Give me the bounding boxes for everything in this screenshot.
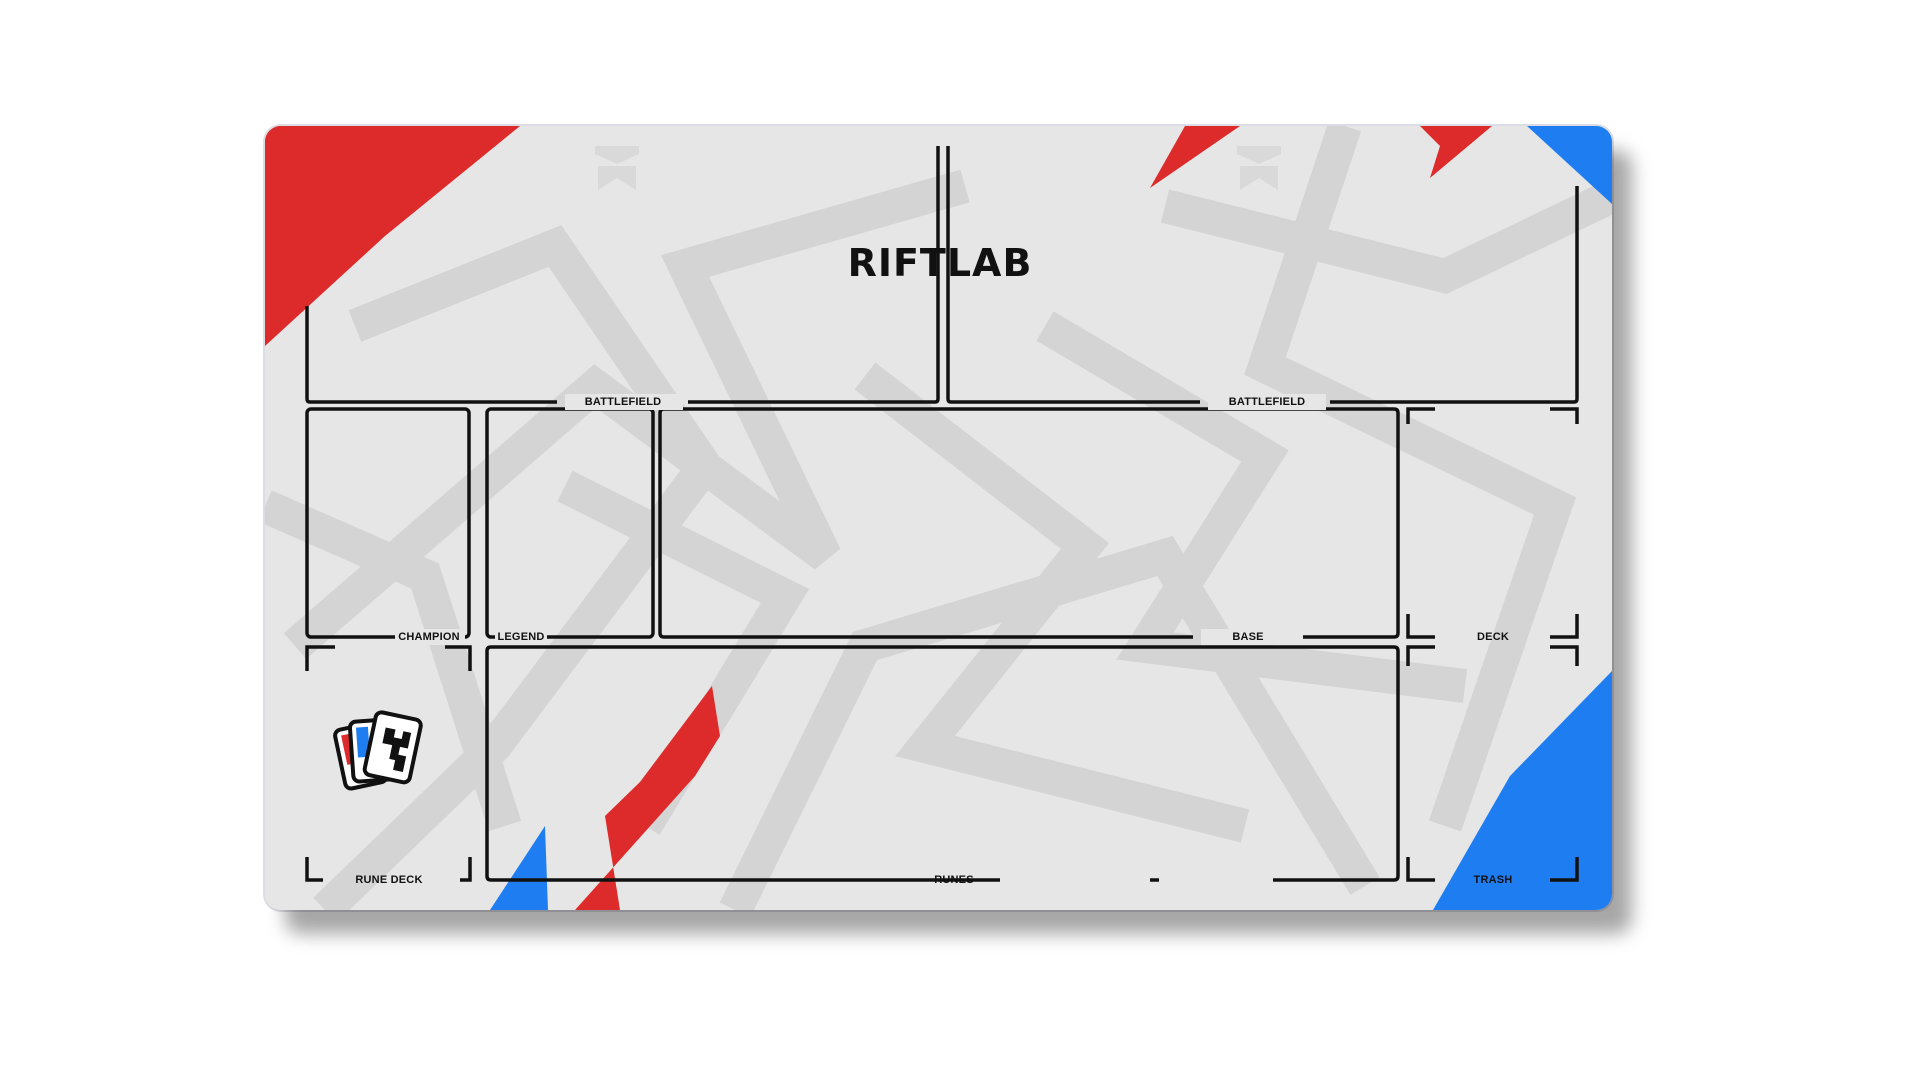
playmat: RIFTLAB BATTLEFIELD BATTLEFIELD CHAMPION… bbox=[265, 126, 1612, 910]
zone-label-battlefield-left: BATTLEFIELD bbox=[584, 396, 662, 408]
zone-label-runes: RUNES bbox=[934, 874, 974, 886]
mat-title: RIFTLAB bbox=[847, 241, 1033, 285]
playmat-artwork bbox=[265, 126, 1612, 910]
zone-label-champion: CHAMPION bbox=[398, 631, 460, 643]
cards-logo-icon bbox=[333, 710, 423, 791]
blue-accent-shapes bbox=[490, 126, 1612, 910]
zone-label-trash: TRASH bbox=[1473, 874, 1513, 886]
zone-label-base: BASE bbox=[1232, 631, 1264, 643]
label-gaps bbox=[395, 394, 1326, 888]
banner-emblem-icon bbox=[595, 146, 1281, 190]
zone-label-rune-deck: RUNE DECK bbox=[355, 874, 423, 886]
zone-label-deck: DECK bbox=[1477, 631, 1509, 643]
red-accent-shapes bbox=[265, 126, 1492, 910]
zone-label-battlefield-right: BATTLEFIELD bbox=[1228, 396, 1306, 408]
zone-label-legend: LEGEND bbox=[497, 631, 545, 643]
